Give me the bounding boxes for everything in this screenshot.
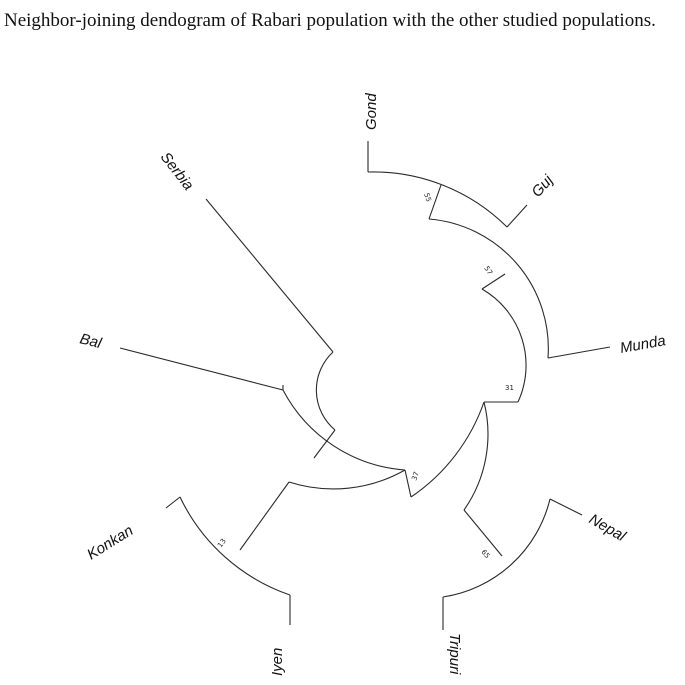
arc-nepal-tripuri [442,498,551,598]
arc-konkan-iyen [179,496,291,596]
branch-konkan [165,496,181,509]
leaf-label-iyen: Iyen [269,648,286,676]
stem-gond-guj [428,184,442,220]
leaf-label-nepal: Nepal [586,511,629,546]
branch-bal [119,347,284,391]
stem-left-root [313,429,336,459]
arc-left-root [282,389,406,471]
root-arc-main [288,469,406,490]
leaf-label-konkan: Konkan [84,522,136,563]
bootstrap-munda-clade: 57 [482,265,494,277]
leaf-label-guj: Guj [528,171,557,200]
leaf-label-tripuri: Tripuri [446,633,463,675]
stem-root-right [404,469,412,498]
stem-nepal-tripuri [463,509,503,557]
arc-munda-clade [428,218,549,359]
bootstrap-konkan-iyen: 13 [216,537,228,549]
leaf-label-munda: Munda [619,332,667,357]
branch-munda [547,346,611,359]
bootstrap-gond-guj: 55 [422,192,433,203]
bootstrap-root-split: 37 [410,471,421,482]
branch-guj [506,204,528,228]
arc-east-clade [481,288,527,403]
leaf-label-serbia: Serbia [157,149,197,194]
root-arc-right [410,401,485,498]
stem-konkan-iyen [239,481,290,551]
branch-nepal [549,498,583,516]
stem-munda-clade [481,273,506,290]
branch-serbia [205,198,334,353]
arc-gond-guj [367,171,508,228]
arc-inner-left [315,351,336,431]
arc-east-lower [463,401,489,511]
leaf-label-bal: Bal [78,330,104,352]
figure-caption: Neighbor-joining dendogram of Rabari pop… [4,10,656,31]
bootstrap-east-clade: 31 [505,384,514,392]
leaf-label-gond: Gond [363,93,380,130]
bootstrap-nepal-tripuri: 65 [479,548,491,560]
